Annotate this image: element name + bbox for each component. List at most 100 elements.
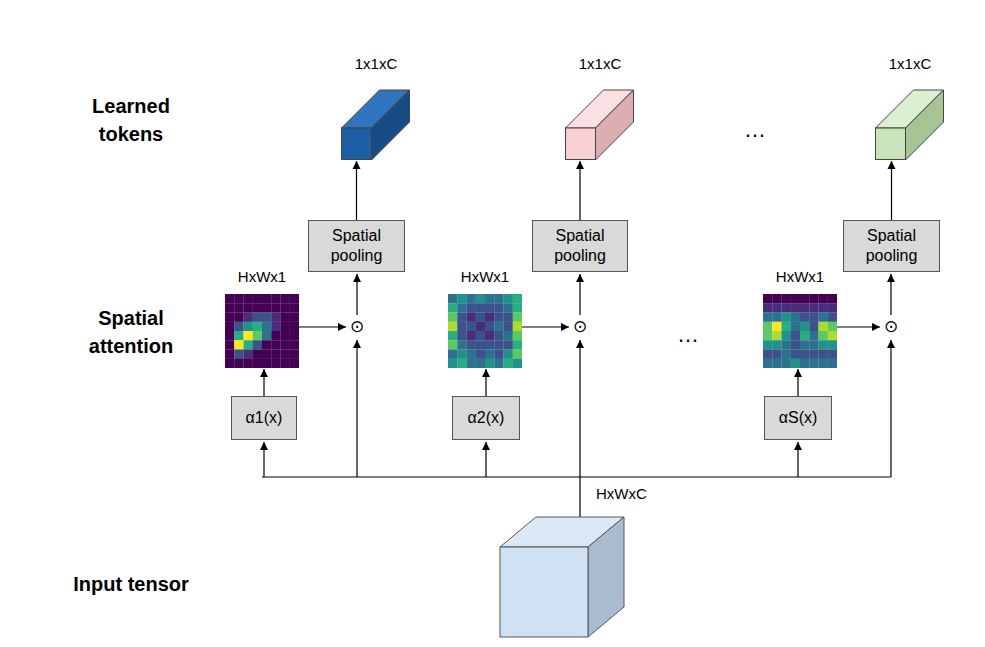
heatmap-cell (782, 303, 791, 312)
heatmap-cell (290, 294, 299, 303)
heatmap-cell (457, 359, 466, 368)
heatmap-cell (271, 340, 280, 349)
box-label: Spatial pooling (537, 226, 623, 266)
heatmap-cell (772, 350, 781, 359)
heatmap-cell (513, 359, 522, 368)
heatmap-cell (225, 322, 234, 331)
heatmap-cell (772, 340, 781, 349)
heatmap-cell (800, 359, 809, 368)
heatmap-cell (828, 322, 837, 331)
heatmap-cell (763, 322, 772, 331)
attention-map: HxWx1 (225, 268, 299, 368)
heatmap-cell (828, 313, 837, 322)
ellipsis: … (671, 322, 705, 348)
heatmap-cell (476, 340, 485, 349)
product-line (579, 274, 580, 315)
heatmap-cell (772, 322, 781, 331)
heatmap-cell (467, 294, 476, 303)
token-cuboid (875, 89, 947, 161)
heatmap-cell (448, 340, 457, 349)
heatmap-cell (809, 294, 818, 303)
heatmap-cell (791, 359, 800, 368)
heatmap-cell (800, 294, 809, 303)
heatmap-cell (772, 313, 781, 322)
heatmap-cell (782, 322, 791, 331)
heatmap (225, 294, 299, 368)
dimension-heading: HxWx1 (442, 268, 528, 285)
heatmap-cell (828, 340, 837, 349)
heatmap-cell (763, 313, 772, 322)
heatmap-cell (763, 303, 772, 312)
heatmap-cell (290, 303, 299, 312)
heatmap-cell (244, 294, 253, 303)
heatmap-cell (504, 331, 513, 340)
connector-arrow (579, 161, 580, 220)
connector-arrow (891, 161, 892, 220)
heatmap-cell (448, 294, 457, 303)
heatmap-cell (800, 340, 809, 349)
box-label: α2(x) (468, 409, 505, 427)
heatmap-cell (262, 340, 271, 349)
heatmap-cell (494, 359, 503, 368)
heatmap-cell (244, 313, 253, 322)
heatmap-cell (782, 313, 791, 322)
heatmap-cell (513, 322, 522, 331)
row-label: Input tensor (60, 570, 202, 598)
heatmap-cell (782, 359, 791, 368)
heatmap-cell (782, 350, 791, 359)
heatmap-cell (763, 340, 772, 349)
heatmap-cell (513, 303, 522, 312)
heatmap-cell (819, 303, 828, 312)
heatmap-cell (485, 340, 494, 349)
heatmap-cell (225, 350, 234, 359)
heatmap-cell (244, 331, 253, 340)
heatmap-cell (448, 303, 457, 312)
heatmap-cell (253, 359, 262, 368)
branch-line (579, 340, 580, 477)
heatmap-cell (467, 359, 476, 368)
dimension-label: HxWxC (596, 485, 666, 502)
heatmap-cell (504, 303, 513, 312)
heatmap-cell (244, 303, 253, 312)
token-side (906, 90, 944, 160)
heatmap-cell (467, 322, 476, 331)
branch-line (356, 340, 357, 477)
heatmap-cell (504, 340, 513, 349)
box-label: αS(x) (779, 409, 818, 427)
attention-function-box: α2(x) (452, 396, 520, 440)
heatmap-cell (476, 294, 485, 303)
heatmap-cell (234, 331, 243, 340)
heatmap-cell (828, 294, 837, 303)
heatmap-cell (485, 322, 494, 331)
heatmap-cell (234, 313, 243, 322)
heatmap-cell (809, 331, 818, 340)
heatmap-cell (494, 350, 503, 359)
heatmap-cell (494, 340, 503, 349)
heatmap-cell (763, 359, 772, 368)
heatmap-cell (476, 322, 485, 331)
heatmap-cell (234, 359, 243, 368)
heatmap-cell (253, 322, 262, 331)
heatmap-cell (800, 322, 809, 331)
heatmap-cell (457, 313, 466, 322)
box-label: Spatial pooling (313, 226, 400, 266)
heatmap-cell (457, 294, 466, 303)
heatmap-cell (485, 303, 494, 312)
input-cube (500, 517, 624, 637)
heatmap-cell (262, 303, 271, 312)
token-block: 1x1xC (341, 55, 411, 160)
product-line (356, 274, 357, 315)
heatmap-cell (809, 350, 818, 359)
heatmap-cell (281, 331, 290, 340)
input-line (579, 477, 580, 517)
heatmap-cell (281, 359, 290, 368)
row-label: Spatial attention (60, 304, 202, 360)
heatmap-cell (271, 303, 280, 312)
product-operator: ⊙ (347, 316, 367, 338)
heatmap-cell (476, 303, 485, 312)
heatmap-cell (253, 331, 262, 340)
branch-line (890, 340, 891, 477)
heatmap-cell (262, 322, 271, 331)
heatmap-cell (290, 340, 299, 349)
token-front (566, 128, 596, 160)
